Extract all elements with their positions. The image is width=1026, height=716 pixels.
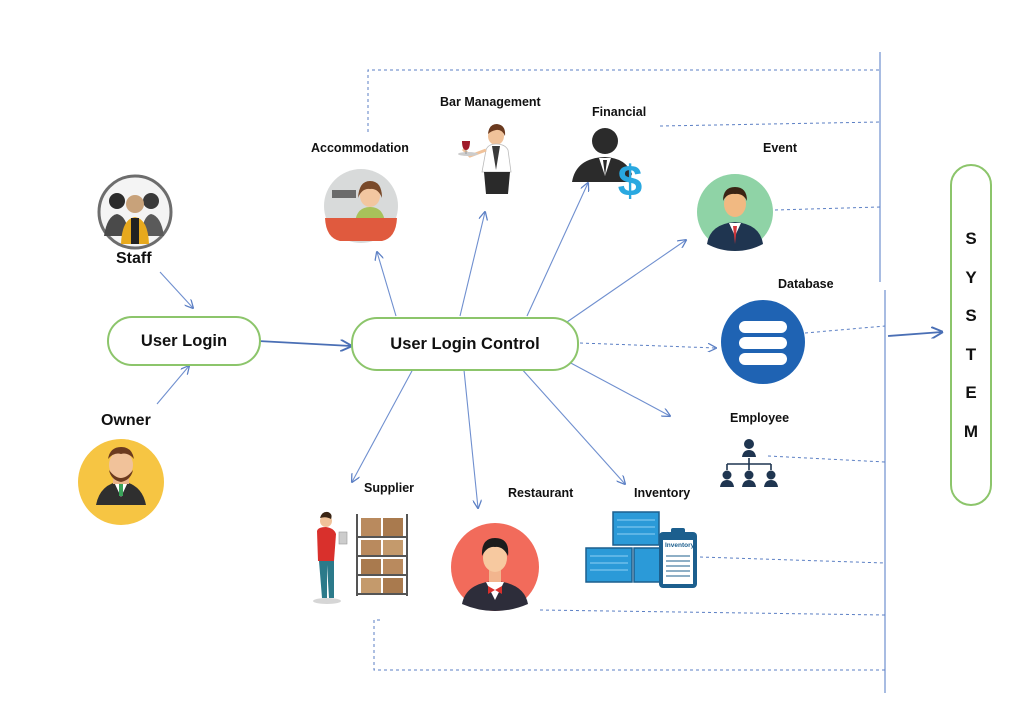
arrow-staff-login	[159, 271, 193, 308]
owner-icon	[78, 439, 164, 525]
chef-waiter-icon	[451, 523, 539, 611]
flow-arrows	[156, 183, 686, 508]
module-label-supplier: Supplier	[364, 481, 415, 495]
supplier-warehouse-icon	[313, 511, 408, 604]
connector-financial	[659, 121, 881, 127]
svg-text:$: $	[618, 157, 642, 206]
module-label-employee: Employee	[730, 411, 790, 425]
module-label-inventory: Inventory	[634, 486, 691, 500]
connector-database	[804, 325, 886, 334]
inventory-boxes-icon	[585, 511, 697, 588]
system-letter: Y	[965, 267, 977, 287]
connector-accommodation	[367, 69, 880, 132]
module-label-financial: Financial	[592, 105, 647, 119]
arrow-control-inventory	[519, 366, 625, 484]
user-login-control-node: User Login Control	[351, 317, 579, 371]
system-letter: E	[965, 383, 977, 402]
arrow-bus-system	[887, 332, 942, 336]
database-icon	[721, 300, 805, 384]
event-person-icon	[697, 174, 773, 251]
system-letter: T	[965, 344, 977, 364]
arrow-control-financial	[526, 183, 588, 317]
connector-event	[774, 206, 881, 211]
waiter-icon	[458, 124, 512, 194]
arrow-control-accommodation	[377, 252, 397, 317]
system-letter: M	[963, 421, 979, 441]
arrow-control-employee	[566, 360, 670, 416]
system-node: S Y S T E M	[950, 164, 992, 506]
connector-supplier	[373, 619, 885, 671]
shelf-rack	[356, 514, 408, 596]
connector-employee	[767, 455, 886, 463]
staff-label: Staff	[116, 250, 152, 267]
arrow-login-control	[257, 341, 351, 346]
system-letter: S	[965, 229, 977, 248]
module-label-restaurant: Restaurant	[508, 486, 574, 500]
arrow-control-supplier	[352, 368, 414, 482]
inventory-board-text: Inventory	[665, 542, 695, 549]
bus-connectors	[367, 69, 886, 671]
reception-icon	[324, 169, 398, 243]
module-label-bar-management: Bar Management	[440, 95, 541, 109]
arrow-owner-login	[156, 366, 189, 405]
finance-icon: $	[572, 128, 642, 206]
system-letter: S	[965, 306, 977, 325]
owner-label: Owner	[101, 412, 151, 429]
arrow-control-bar	[459, 212, 485, 317]
employee-hierarchy-icon	[720, 439, 778, 487]
arrow-control-event	[566, 240, 686, 323]
connector-restaurant	[539, 609, 886, 616]
module-label-accommodation: Accommodation	[311, 141, 409, 155]
arrow-control-restaurant	[463, 369, 478, 508]
staff-group-icon	[97, 174, 173, 250]
module-label-event: Event	[763, 141, 798, 155]
connector-inventory	[699, 556, 886, 564]
user-login-node: User Login	[107, 316, 261, 366]
connector-control-database	[579, 342, 716, 348]
module-label-database: Database	[778, 277, 834, 291]
